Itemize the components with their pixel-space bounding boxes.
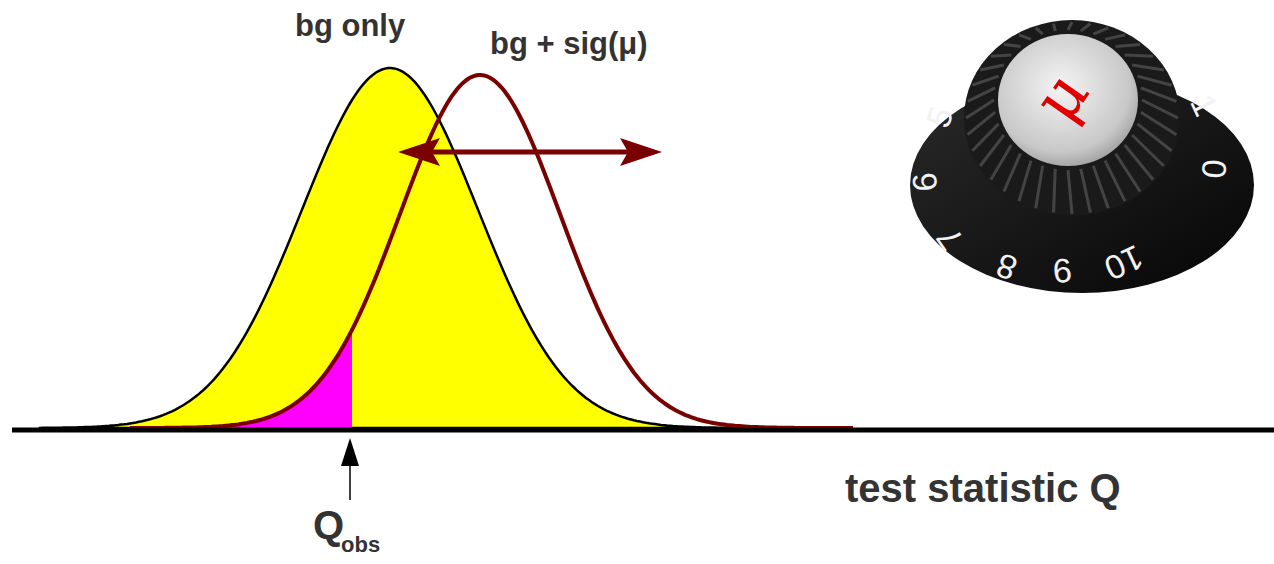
bg-distribution [40, 68, 780, 428]
curve-label: bg + sig(μ) [490, 28, 648, 59]
observed-subscript: obs [341, 534, 380, 556]
dial-number: 0 [1197, 158, 1233, 180]
sig-distribution [130, 75, 853, 428]
axis-line [12, 428, 1274, 433]
axis-label: test statistic Q [845, 468, 1121, 508]
observed-label: Q [313, 505, 344, 545]
curve-label: bg only [295, 10, 405, 41]
qobs-pointer [341, 438, 359, 500]
dial-number: 6 [907, 171, 943, 193]
dial-number: 9 [1052, 253, 1074, 289]
knob-illustration [910, 20, 1254, 293]
shift-arrow [398, 138, 662, 166]
dial-number: 5 [920, 102, 958, 131]
